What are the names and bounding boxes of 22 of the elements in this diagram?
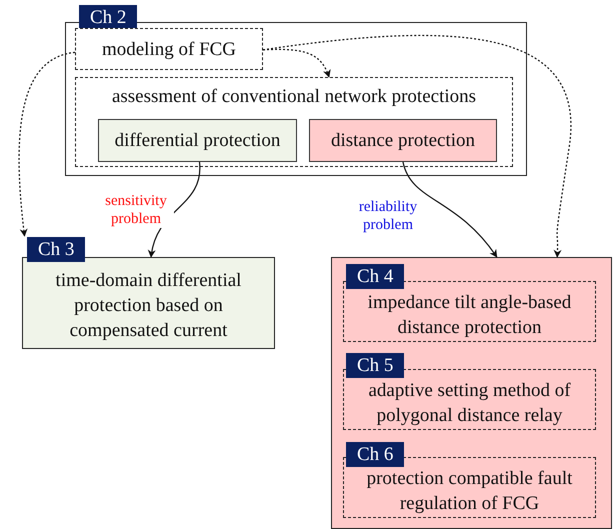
chapter-tag: Ch 2	[79, 5, 138, 30]
node-text: differential protection	[114, 129, 280, 153]
chapter-group-box	[331, 257, 612, 529]
group-box	[75, 77, 513, 167]
chapter-tag: Ch 4	[346, 264, 404, 289]
node-text: adaptive setting method of polygonal distance relay	[367, 378, 572, 428]
node-text: assessment of conventional network protections	[112, 85, 476, 109]
node-text: distance protection	[330, 129, 476, 153]
chapter-tag: Ch 5	[346, 353, 404, 378]
topic-box	[98, 119, 297, 162]
node-text: protection compatible fault regulation of FCG	[366, 466, 574, 516]
arrow	[262, 48, 330, 78]
chapter-tag: Ch 6	[346, 442, 404, 467]
arrow	[18, 52, 76, 237]
arrow	[402, 162, 498, 258]
arrow	[262, 35, 572, 258]
node-text: modeling of FCG	[102, 38, 236, 62]
topic-box	[309, 119, 497, 162]
node-text: impedance tilt angle-based distance protection	[366, 290, 572, 340]
chapter-tag: Ch 3	[27, 237, 86, 262]
node-text: time-domain differential protection based on compensated current	[54, 268, 242, 342]
topic-box	[75, 28, 263, 70]
